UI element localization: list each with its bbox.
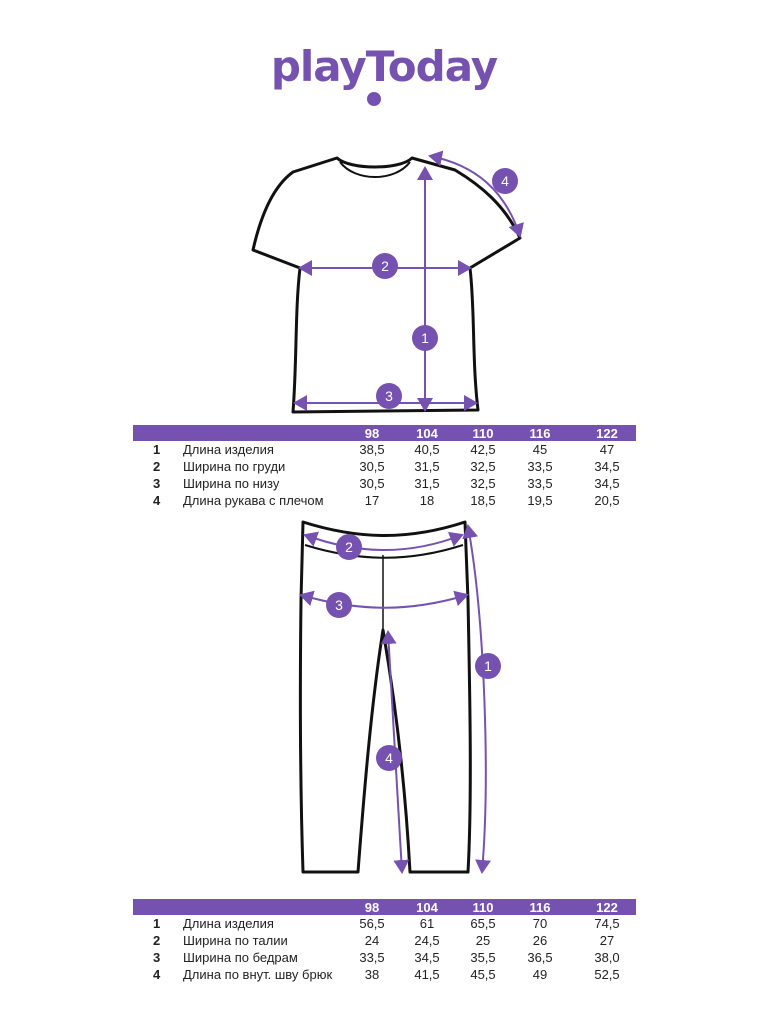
- row-value: 49: [532, 967, 548, 982]
- row-value: 38: [364, 967, 380, 982]
- row-number: 4: [153, 493, 161, 508]
- row-number: 1: [153, 916, 161, 931]
- row-value: 31,5: [414, 459, 440, 474]
- badge-4: 4: [492, 168, 518, 194]
- table-row: 2 Ширина по груди 30,5 31,5 32,5 33,5 34,5: [133, 458, 636, 475]
- row-value: 61: [419, 916, 435, 931]
- row-value: 47: [599, 442, 615, 457]
- row-value: 27: [599, 933, 615, 948]
- row-value: 40,5: [414, 442, 440, 457]
- brand-logo: playToday: [270, 42, 498, 91]
- row-label: Длина изделия: [183, 916, 274, 931]
- badge-3: 3: [376, 383, 402, 409]
- row-value: 32,5: [470, 459, 496, 474]
- svg-text:2: 2: [381, 258, 389, 274]
- row-label: Ширина по низу: [183, 476, 280, 491]
- row-value: 24,5: [414, 933, 440, 948]
- tshirt-badges: 1 2 3 4: [372, 168, 518, 409]
- row-value: 33,5: [527, 459, 553, 474]
- row-value: 32,5: [470, 476, 496, 491]
- row-value: 17: [364, 493, 380, 508]
- row-number: 1: [153, 442, 161, 457]
- svg-text:2: 2: [345, 539, 353, 555]
- badge-1: 1: [475, 653, 501, 679]
- badge-4: 4: [376, 745, 402, 771]
- row-value: 24: [364, 933, 380, 948]
- row-number: 3: [153, 476, 161, 491]
- row-value: 25: [475, 933, 491, 948]
- row-number: 2: [153, 933, 161, 948]
- svg-text:4: 4: [501, 173, 509, 189]
- table-row: 4 Длина рукава с плечом 17 18 18,5 19,5 20,5: [133, 492, 636, 509]
- row-value: 31,5: [414, 476, 440, 491]
- row-value: 34,5: [414, 950, 440, 965]
- row-value: 35,5: [470, 950, 496, 965]
- row-number: 2: [153, 459, 161, 474]
- row-value: 45: [532, 442, 548, 457]
- table-row: 2 Ширина по талии 24 24,5 25 26 27: [133, 932, 636, 949]
- row-value: 26: [532, 933, 548, 948]
- row-value: 18,5: [470, 493, 496, 508]
- row-value: 41,5: [414, 967, 440, 982]
- row-value: 56,5: [359, 916, 385, 931]
- tshirt-outline: [251, 156, 522, 414]
- row-value: 38,0: [594, 950, 620, 965]
- row-value: 33,5: [359, 950, 385, 965]
- table-row: 3 Ширина по низу 30,5 31,5 32,5 33,5 34,5: [133, 475, 636, 492]
- row-label: Ширина по талии: [183, 933, 288, 948]
- row-value: 30,5: [359, 476, 385, 491]
- table-row: 4 Длина по внут. шву брюк 38 41,5 45,5 49 52,5: [133, 966, 636, 983]
- row-label: Ширина по груди: [183, 459, 286, 474]
- row-value: 30,5: [359, 459, 385, 474]
- badge-2: 2: [372, 253, 398, 279]
- row-value: 42,5: [470, 442, 496, 457]
- table-row: 1 Длина изделия 56,5 61 65,5 70 74,5: [133, 915, 636, 932]
- badge-1: 1: [412, 325, 438, 351]
- row-label: Ширина по бедрам: [183, 950, 298, 965]
- row-value: 74,5: [594, 916, 620, 931]
- row-value: 34,5: [594, 459, 620, 474]
- row-value: 52,5: [594, 967, 620, 982]
- row-label: Длина изделия: [183, 442, 274, 457]
- pants-badges: 1 2 3 4: [326, 534, 501, 771]
- svg-text:3: 3: [385, 388, 393, 404]
- row-value: 34,5: [594, 476, 620, 491]
- row-number: 4: [153, 967, 161, 982]
- row-value: 33,5: [527, 476, 553, 491]
- row-value: 36,5: [527, 950, 553, 965]
- svg-text:1: 1: [421, 330, 429, 346]
- row-value: 65,5: [470, 916, 496, 931]
- row-value: 38,5: [359, 442, 385, 457]
- badge-3: 3: [326, 592, 352, 618]
- svg-text:4: 4: [385, 750, 393, 766]
- row-label: Длина по внут. шву брюк: [183, 967, 333, 982]
- row-value: 20,5: [594, 493, 620, 508]
- logo-dot: [367, 92, 381, 106]
- table-row: 3 Ширина по бедрам 33,5 34,5 35,5 36,5 38,0: [133, 949, 636, 966]
- row-value: 45,5: [470, 967, 496, 982]
- svg-text:3: 3: [335, 597, 343, 613]
- row-value: 18: [419, 493, 435, 508]
- row-number: 3: [153, 950, 161, 965]
- svg-text:1: 1: [484, 658, 492, 674]
- table-row: 1 Длина изделия 38,5 40,5 42,5 45 47: [133, 441, 636, 458]
- pants-outline: [298, 520, 472, 874]
- row-label: Длина рукава с плечом: [183, 493, 324, 508]
- badge-2: 2: [336, 534, 362, 560]
- row-value: 70: [532, 916, 548, 931]
- row-value: 19,5: [527, 493, 553, 508]
